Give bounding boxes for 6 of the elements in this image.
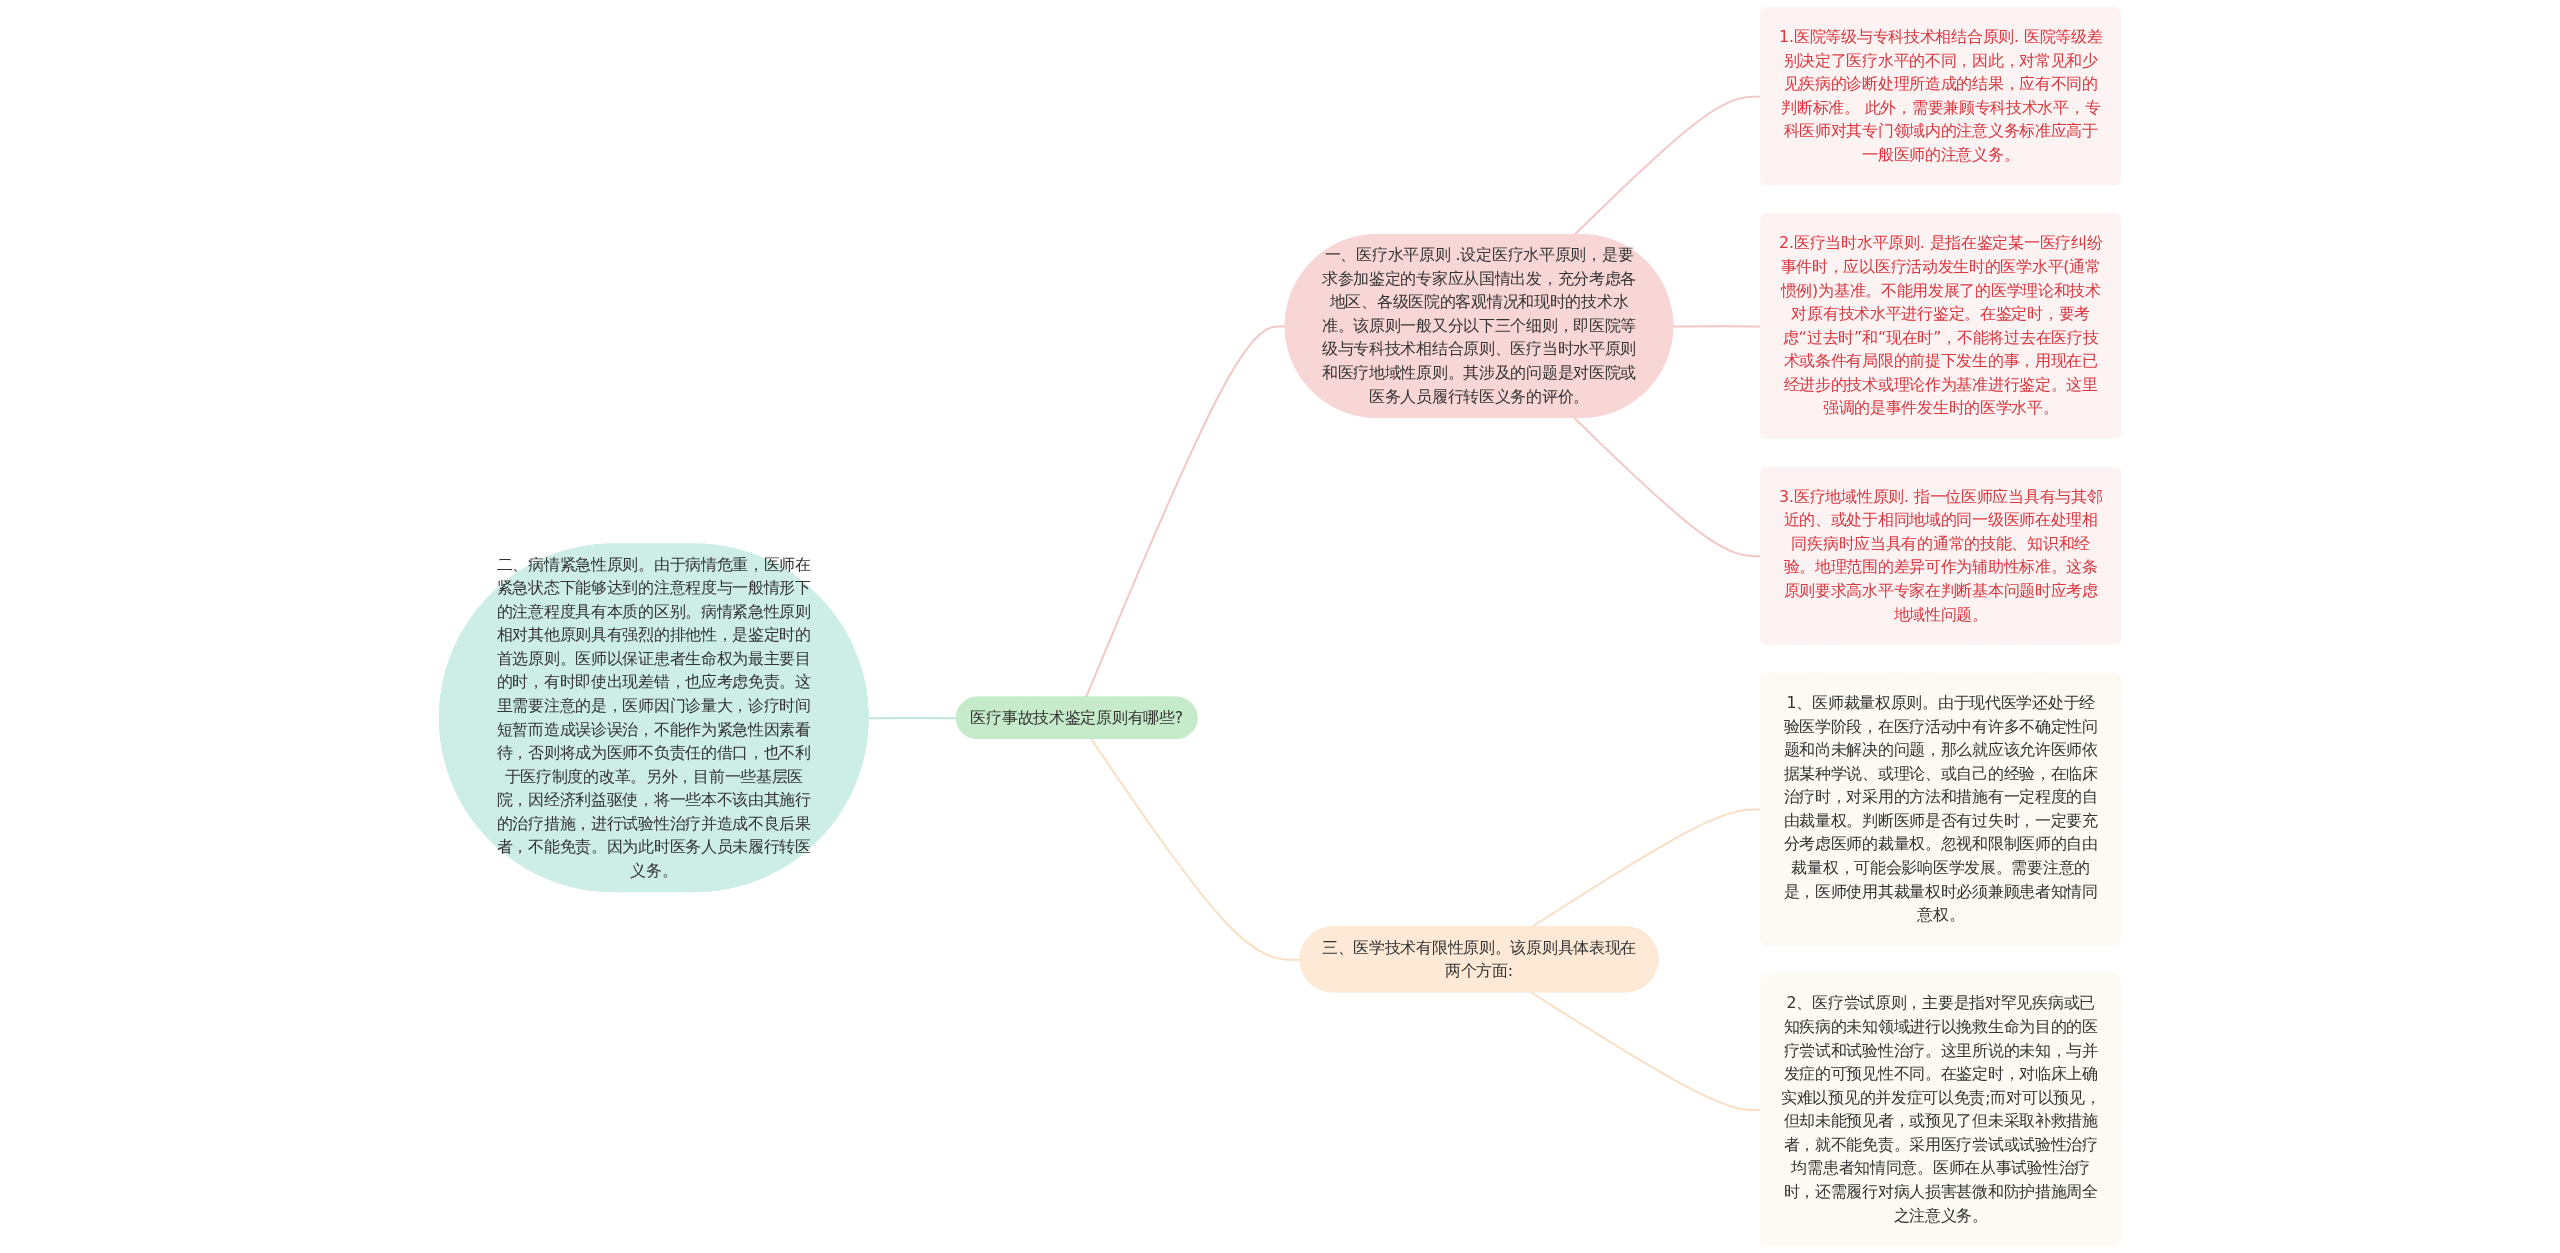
connector xyxy=(1672,325,1763,328)
connector xyxy=(1084,325,1287,699)
connector xyxy=(1090,737,1302,961)
connector xyxy=(1529,991,1763,1112)
connector xyxy=(1573,416,1763,558)
connector xyxy=(867,717,958,720)
